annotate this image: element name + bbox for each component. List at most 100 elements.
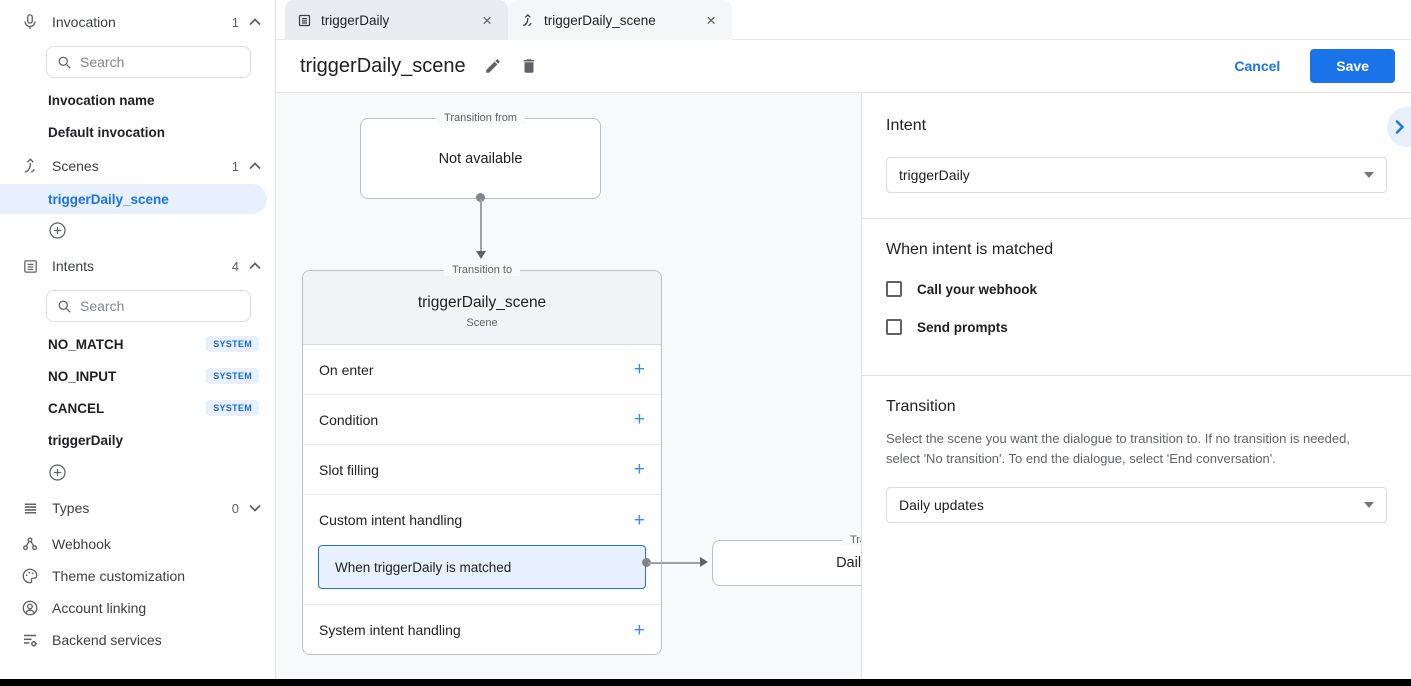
chevron-down-icon	[249, 504, 261, 512]
types-icon	[18, 496, 42, 520]
send-prompts-row[interactable]: Send prompts	[886, 319, 1387, 335]
connector-line	[480, 199, 482, 252]
add-scene-row	[0, 216, 275, 244]
add-system-intent-button[interactable]: +	[633, 619, 645, 641]
sidebar-item-theme-customization[interactable]: Theme customization	[0, 560, 275, 592]
scene-node-header: triggerDaily_scene Scene	[303, 271, 661, 345]
call-webhook-checkbox[interactable]	[886, 281, 902, 297]
sidebar-item-triggerdaily[interactable]: triggerDaily	[0, 424, 275, 456]
sidebar-item-default-invocation[interactable]: Default invocation	[48, 124, 166, 140]
section-label: Condition	[319, 411, 379, 428]
add-condition-button[interactable]: +	[633, 409, 645, 430]
arrowhead-right-icon	[700, 557, 708, 567]
sidebar-section-intents[interactable]: Intents 4	[0, 250, 275, 282]
connector-dot	[642, 558, 651, 567]
transition-from-text: Not available	[438, 150, 523, 167]
section-label: Scenes	[52, 158, 99, 174]
tab-triggerdaily[interactable]: triggerDaily ×	[285, 0, 508, 40]
cancel-button[interactable]: Cancel	[1234, 58, 1281, 74]
add-slot-filling-button[interactable]: +	[633, 459, 645, 480]
dropdown-caret-icon	[1364, 502, 1374, 509]
section-on-enter: On enter +	[303, 345, 661, 395]
scene-node-title: triggerDaily_scene	[417, 294, 547, 311]
transition-target-text: Daily updates	[836, 555, 861, 571]
delete-icon[interactable]	[520, 57, 538, 75]
invocation-search-input[interactable]	[80, 54, 220, 70]
section-label: Invocation	[52, 14, 116, 30]
node-legend: Transition to	[841, 534, 861, 546]
section-label: Slot filling	[319, 461, 379, 478]
intent-name: triggerDaily	[48, 432, 124, 448]
dropdown-caret-icon	[1364, 172, 1374, 178]
section-label: Custom intent handling	[319, 512, 463, 528]
call-webhook-row[interactable]: Call your webhook	[886, 281, 1387, 297]
invocation-search	[46, 46, 251, 78]
when-matched-heading: When intent is matched	[886, 241, 1054, 258]
section-count: 1	[231, 158, 239, 174]
chevron-up-icon	[249, 162, 261, 170]
scene-icon	[520, 13, 535, 28]
sidebar-item-webhook[interactable]: Webhook	[0, 528, 275, 560]
edit-icon[interactable]	[484, 57, 502, 75]
palette-icon	[18, 564, 42, 588]
node-legend: Transition from	[436, 112, 525, 124]
chevron-up-icon	[249, 18, 261, 26]
intent-icon	[297, 13, 312, 28]
transition-select-value: Daily updates	[899, 497, 984, 514]
sidebar-item-no-input[interactable]: NO_INPUT SYSTEM	[0, 360, 275, 392]
system-badge: SYSTEM	[206, 368, 259, 384]
sidebar-item-backend-services[interactable]: Backend services	[0, 624, 275, 656]
sidebar-item-cancel[interactable]: CANCEL SYSTEM	[0, 392, 275, 424]
add-intent-row	[0, 458, 275, 486]
add-scene-button[interactable]	[48, 221, 67, 240]
intent-heading: Intent	[886, 117, 927, 134]
sidebar-section-scenes[interactable]: Scenes 1	[0, 150, 275, 182]
section-count: 4	[231, 258, 239, 274]
send-prompts-checkbox[interactable]	[886, 319, 902, 335]
sidebar-item-triggerdaily-scene[interactable]: triggerDaily_scene	[0, 184, 267, 214]
add-custom-intent-button[interactable]: +	[633, 509, 645, 531]
search-icon	[57, 299, 72, 314]
transition-from-node: Transition from Not available	[360, 112, 601, 199]
arrowhead-down-icon	[476, 251, 486, 259]
section-custom-intent-handling: Custom intent handling + When triggerDai…	[303, 495, 661, 605]
sidebar-item-no-match[interactable]: NO_MATCH SYSTEM	[0, 328, 275, 360]
item-label: Account linking	[52, 600, 147, 616]
tab-bar: triggerDaily × triggerDaily_scene ×	[276, 0, 1411, 40]
item-label: Webhook	[52, 536, 111, 552]
system-badge: SYSTEM	[206, 400, 259, 416]
section-label: System intent handling	[319, 622, 461, 638]
transition-description: Select the scene you want the dialogue t…	[886, 431, 1350, 467]
add-intent-button[interactable]	[48, 463, 67, 482]
page-title: triggerDaily_scene	[300, 54, 466, 77]
section-label: On enter	[319, 361, 374, 378]
scene-node: Transition to triggerDaily_scene Scene O…	[302, 264, 662, 655]
section-count: 1	[231, 14, 239, 30]
section-slot-filling: Slot filling +	[303, 445, 661, 495]
close-icon[interactable]: ×	[482, 10, 492, 30]
chevron-up-icon	[249, 262, 261, 270]
matched-intent-item[interactable]: When triggerDaily is matched	[318, 545, 646, 589]
search-icon	[57, 55, 72, 70]
close-icon[interactable]: ×	[706, 10, 716, 30]
system-badge: SYSTEM	[206, 336, 259, 352]
backend-services-icon	[18, 628, 42, 652]
sidebar-section-types[interactable]: Types 0	[0, 492, 275, 524]
sidebar-item-invocation-name[interactable]: Invocation name	[48, 92, 155, 108]
add-on-enter-button[interactable]: +	[633, 359, 645, 380]
node-legend: Transition to	[443, 264, 521, 276]
sidebar-section-invocation[interactable]: Invocation 1	[0, 6, 275, 38]
save-button[interactable]: Save	[1310, 49, 1395, 83]
intents-search-input[interactable]	[80, 298, 220, 314]
transition-select[interactable]: Daily updates	[886, 487, 1387, 524]
intent-select[interactable]: triggerDaily	[886, 157, 1387, 193]
tab-label: triggerDaily	[321, 12, 390, 28]
transition-target-node[interactable]: Transition to Daily updates	[712, 534, 861, 586]
sidebar-item-account-linking[interactable]: Account linking	[0, 592, 275, 624]
section-system-intent-handling: System intent handling +	[303, 605, 661, 655]
intent-name: CANCEL	[48, 400, 105, 416]
intent-name: NO_INPUT	[48, 368, 117, 384]
intent-section: Intent triggerDaily	[862, 93, 1411, 219]
sidebar: Invocation 1 Invocation name Default inv…	[0, 0, 276, 679]
tab-triggerdaily-scene[interactable]: triggerDaily_scene ×	[508, 0, 732, 40]
